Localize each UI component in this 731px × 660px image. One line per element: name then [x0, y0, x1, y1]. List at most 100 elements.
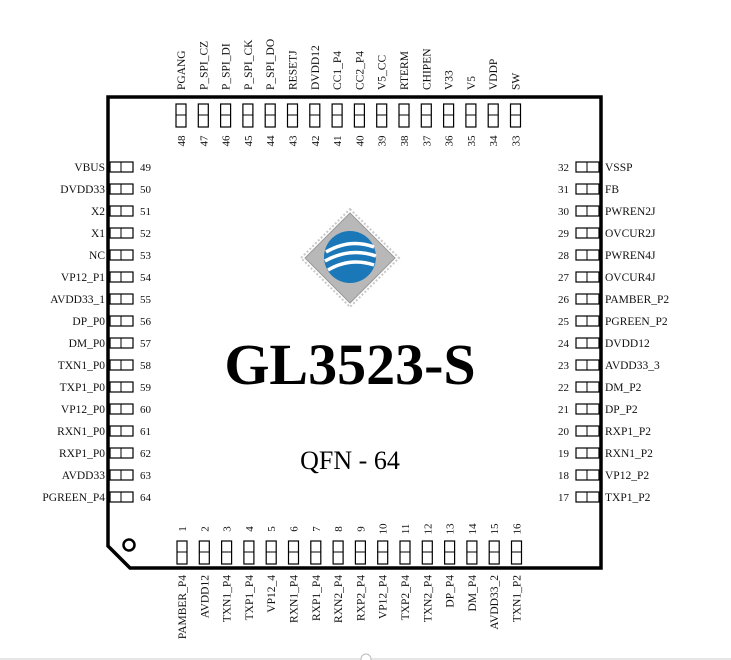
- pin-label: VP12_4: [266, 575, 278, 613]
- pin-number: 16: [512, 523, 524, 535]
- pin-number: 14: [467, 523, 479, 535]
- pin-number: 13: [445, 523, 457, 535]
- pin-61: RXN1_P0 61: [57, 425, 151, 438]
- pin-label: PWREN4J: [605, 250, 656, 262]
- pin-number: 41: [332, 136, 344, 147]
- pin-39: 39 V5_CC: [376, 55, 389, 147]
- pin-number: 31: [558, 184, 569, 196]
- pin-label: RXP2_P4: [355, 575, 367, 621]
- pin-label: AVDD33_1: [50, 294, 105, 306]
- part-number-title: GL3523-S: [224, 332, 475, 397]
- pin-number: 39: [377, 135, 389, 147]
- pin-label: CHIPEN: [421, 48, 433, 90]
- pin-45: 45P_SPI_CK: [242, 39, 255, 147]
- chip-body-outline: [106, 95, 603, 570]
- pin-number: 15: [489, 523, 501, 535]
- pin-label: TXN1_P2: [512, 575, 524, 623]
- pin-label: P_SPI_DI: [221, 43, 233, 90]
- package-label: QFN - 64: [300, 446, 400, 475]
- pin-number: 37: [421, 135, 433, 147]
- pin-number: 47: [198, 135, 210, 147]
- pin-20: 20 RXP1_P2: [558, 425, 651, 438]
- pin-label: RXP1_P0: [59, 448, 105, 460]
- pin-number: 9: [355, 526, 367, 532]
- pin-label: P_SPI_DO: [265, 39, 277, 90]
- pin-number: 33: [511, 135, 523, 147]
- pin-label: VP12_P4: [378, 575, 390, 619]
- pin-label: DVDD12: [310, 45, 322, 90]
- pin-number: 20: [558, 426, 570, 438]
- pin-label: FB: [605, 184, 619, 196]
- pin-number: 32: [558, 162, 569, 174]
- pin-number: 1: [177, 526, 189, 532]
- pin-label: NC: [89, 250, 105, 262]
- pin-label: RXP1_P2: [605, 426, 651, 438]
- pin-label: V5_CC: [377, 55, 389, 90]
- pin-label: AVDD12: [199, 575, 211, 618]
- pin-label: V5: [466, 76, 478, 90]
- pin-number: 2: [199, 526, 211, 532]
- pin-35: 35 V5: [465, 76, 478, 147]
- pin-31: 31 FB: [558, 183, 619, 196]
- pin-label: DVDD33: [60, 184, 105, 196]
- pin-55: AVDD33_1 55: [50, 293, 152, 306]
- pin-label: PGREEN_P4: [42, 492, 105, 504]
- pin-label: RXN1_P0: [57, 426, 105, 438]
- pin-number: 57: [140, 338, 152, 350]
- pin-label: P_SPI_CZ: [198, 41, 210, 90]
- pin-label: DP_P2: [605, 404, 638, 416]
- pin-label: SW: [511, 73, 523, 90]
- pin-label: TXN2_P4: [422, 575, 434, 623]
- pin-label: PGANG: [176, 50, 188, 90]
- pin-label: DP_P0: [72, 316, 105, 328]
- pin-number: 35: [466, 135, 478, 147]
- pin-number: 45: [243, 135, 255, 147]
- pin-number: 51: [140, 206, 151, 218]
- pin-number: 54: [140, 272, 152, 284]
- pin-number: 42: [310, 136, 322, 147]
- pin-label: DM_P2: [605, 382, 642, 394]
- pin-number: 27: [558, 272, 570, 284]
- pin-number: 4: [244, 526, 256, 532]
- pin-number: 62: [140, 448, 151, 460]
- pin-label: VP12_P2: [605, 470, 649, 482]
- pin-label: RXP1_P4: [311, 575, 323, 621]
- pin-label: DP_P4: [445, 575, 457, 608]
- pin-number: 61: [140, 426, 151, 438]
- pin-label: VP12_P0: [61, 404, 105, 416]
- pin-number: 17: [558, 492, 570, 504]
- pin-label: PGREEN_P2: [605, 316, 668, 328]
- pin-number: 55: [140, 294, 152, 306]
- pin-number: 29: [558, 228, 570, 240]
- pin-label: DM_P4: [467, 575, 479, 612]
- pin-number: 60: [140, 404, 152, 416]
- pin-label: RXN2_P4: [333, 575, 345, 623]
- pin-number: 36: [444, 135, 456, 147]
- pin-label: TXP2_P4: [400, 575, 412, 621]
